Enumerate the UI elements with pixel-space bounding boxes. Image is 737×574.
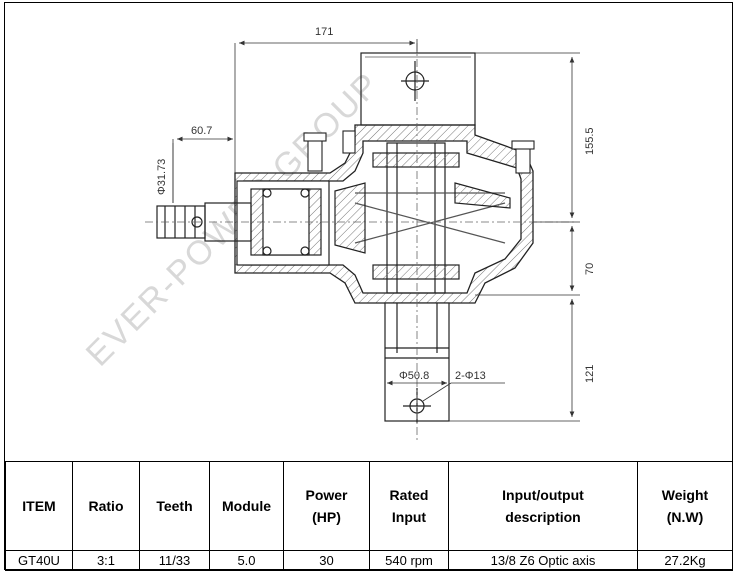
dim-overall-width: 171 bbox=[315, 26, 333, 38]
header-teeth: Teeth bbox=[139, 461, 210, 551]
dim-output-diameter: Φ50.8 bbox=[399, 370, 429, 382]
header-ratio: Ratio bbox=[72, 461, 140, 551]
cell-rated-input: 540 rpm bbox=[369, 550, 449, 571]
header-rated-input: Rated Input bbox=[369, 461, 449, 551]
cell-module: 5.0 bbox=[209, 550, 284, 571]
bolts bbox=[303, 130, 535, 174]
dim-holes: 2-Φ13 bbox=[455, 370, 486, 382]
dim-input-diameter: Φ31.73 bbox=[156, 159, 168, 195]
cell-power: 30 bbox=[283, 550, 370, 571]
header-item: ITEM bbox=[5, 461, 73, 551]
dim-middle-height: 70 bbox=[584, 263, 596, 275]
header-power: Power (HP) bbox=[283, 461, 370, 551]
dim-input-offset: 60.7 bbox=[191, 125, 212, 137]
input-shaft bbox=[145, 180, 575, 266]
table-header-row: ITEM Ratio Teeth Module Power (HP) Rated… bbox=[5, 461, 733, 551]
header-weight: Weight (N.W) bbox=[637, 461, 733, 551]
gearbox-drawing: EVER-POWER GROUP bbox=[79, 26, 596, 443]
header-io-description: Input/output description bbox=[448, 461, 638, 551]
cell-item: GT40U bbox=[5, 550, 73, 571]
spec-table: ITEM Ratio Teeth Module Power (HP) Rated… bbox=[5, 461, 733, 571]
cell-io-description: 13/8 Z6 Optic axis bbox=[448, 550, 638, 571]
cell-teeth: 11/33 bbox=[139, 550, 210, 571]
output-shaft bbox=[384, 43, 450, 443]
cell-ratio: 3:1 bbox=[72, 550, 140, 571]
vertical-shaft bbox=[334, 142, 511, 294]
dim-lower-height: 121 bbox=[584, 365, 596, 383]
cell-weight: 27.2Kg bbox=[637, 550, 733, 571]
table-row: GT40U 3:1 11/33 5.0 30 540 rpm 13/8 Z6 O… bbox=[5, 550, 733, 571]
spec-sheet: EVER-POWER GROUP bbox=[4, 2, 733, 571]
dim-upper-height: 155.5 bbox=[584, 127, 596, 155]
header-module: Module bbox=[209, 461, 284, 551]
dimension-lines bbox=[172, 39, 580, 422]
